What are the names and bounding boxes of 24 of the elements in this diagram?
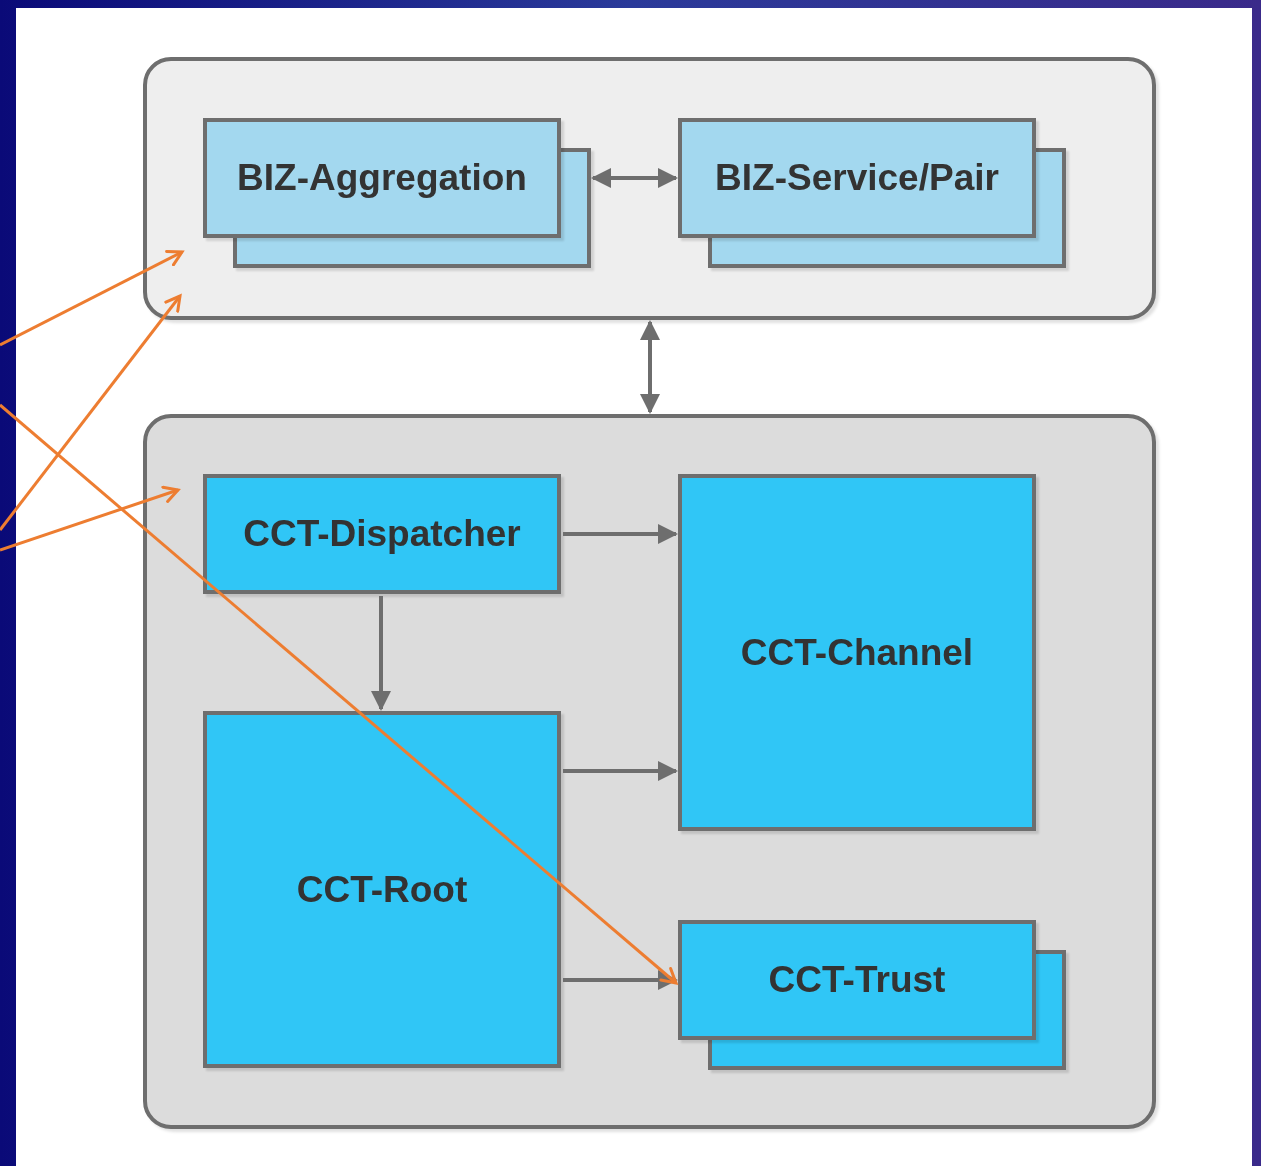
arrow bbox=[591, 168, 678, 188]
arrow bbox=[371, 596, 391, 711]
process-box bbox=[678, 474, 1036, 831]
stacked-box bbox=[678, 118, 1068, 270]
arrow bbox=[0, 485, 180, 552]
box-label: CCT-Root bbox=[296, 868, 468, 911]
process-box bbox=[203, 711, 561, 1068]
arrow bbox=[563, 761, 678, 781]
arrow bbox=[0, 249, 184, 347]
box-label: CCT-Trust bbox=[768, 959, 946, 1001]
stacked-box bbox=[678, 920, 1068, 1072]
box-label: CCT-Channel bbox=[740, 631, 974, 674]
arrow bbox=[563, 524, 678, 544]
box-label: CCT-Dispatcher bbox=[243, 513, 521, 555]
arrow bbox=[0, 294, 182, 531]
arrow bbox=[0, 403, 678, 985]
process-box bbox=[203, 474, 561, 594]
arrow bbox=[563, 970, 678, 990]
box-label: BIZ-Service/Pair bbox=[715, 157, 999, 199]
group-panel bbox=[143, 57, 1156, 320]
group-panel bbox=[143, 414, 1156, 1129]
arrow bbox=[640, 320, 660, 414]
stacked-box bbox=[203, 118, 593, 270]
box-label: BIZ-Aggregation bbox=[237, 157, 527, 199]
